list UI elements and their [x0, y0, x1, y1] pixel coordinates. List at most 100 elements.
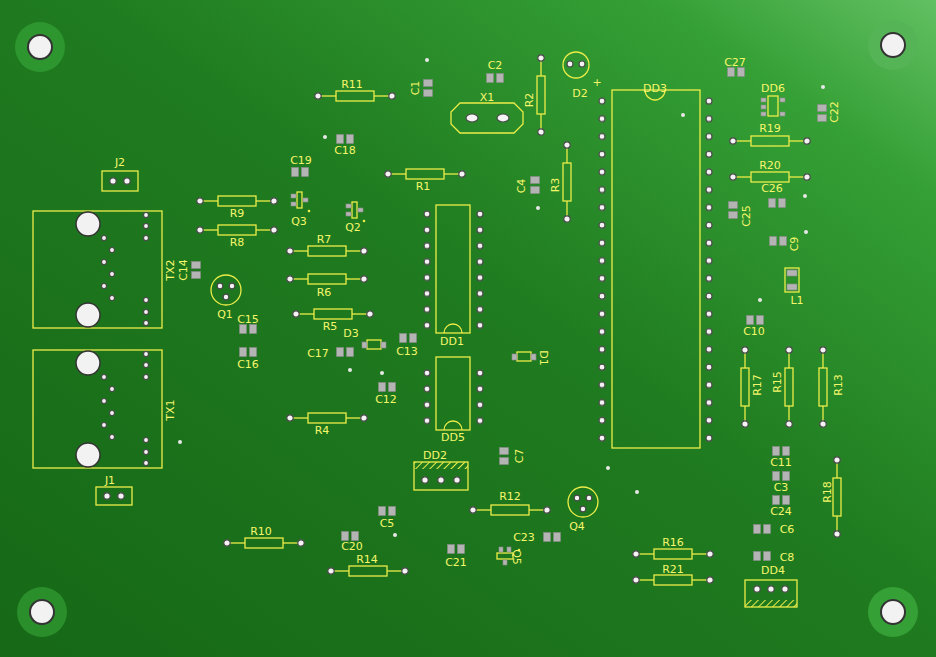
- silkscreen-label: C24: [770, 506, 792, 517]
- inductor-outline: [787, 270, 797, 276]
- capacitor-pads: [773, 447, 790, 456]
- silkscreen-label: C11: [770, 457, 792, 468]
- transistor-outline: [363, 220, 366, 223]
- silkscreen-label: R21: [662, 564, 684, 575]
- transformer-outline: [144, 224, 149, 229]
- resistor-symbol: [293, 309, 373, 319]
- mounting-hole: [17, 587, 67, 637]
- smd-ic-outline: [780, 112, 785, 116]
- capacitor-pads: [818, 105, 827, 122]
- regulator-outline: [745, 600, 797, 607]
- transistor-outline: [352, 202, 357, 218]
- silkscreen-label: R11: [341, 79, 363, 90]
- via: [804, 230, 808, 234]
- transistor-outline: [229, 283, 235, 289]
- silkscreen-label: C6: [780, 524, 795, 535]
- transformer-outline: [144, 321, 149, 326]
- transistor-outline: [291, 194, 296, 198]
- capacitor-pads: [337, 348, 354, 357]
- resistor-symbol: [287, 246, 367, 256]
- silkscreen-label: R20: [759, 160, 781, 171]
- resistor-symbol: [730, 172, 810, 182]
- silkscreen-label: DD1: [440, 336, 464, 347]
- transistor-outline: [211, 192, 598, 565]
- silkscreen-label: TX2: [165, 259, 176, 280]
- capacitor-pads: [400, 334, 417, 343]
- silkscreen-label: D1: [538, 350, 549, 365]
- smd-ic-outline: [761, 105, 766, 109]
- silkscreen-label: C26: [761, 183, 783, 194]
- transformer-outline: [102, 236, 107, 241]
- silkscreen-label: J1: [105, 475, 115, 486]
- transistor-outline: [303, 198, 308, 202]
- silkscreen-label: C17: [307, 348, 329, 359]
- resistor-symbol: [197, 196, 277, 206]
- transistor-outline: [503, 560, 507, 565]
- silkscreen-label: X1: [480, 92, 495, 103]
- silkscreen-label: C25: [741, 205, 752, 227]
- silkscreen-label: R3: [550, 178, 561, 193]
- ic-outline: [422, 365, 485, 429]
- resistor-symbol: [287, 413, 367, 423]
- capacitor-pads: [240, 348, 257, 357]
- regulator-outline: [782, 586, 788, 592]
- diode-outline: [531, 354, 536, 360]
- regulator-outline: [768, 586, 774, 592]
- connector-outline: [104, 493, 110, 499]
- transformer-outline: [144, 375, 149, 380]
- transformer-outline: [33, 350, 162, 468]
- capacitor-pads: [342, 532, 359, 541]
- silkscreen-label: DD2: [423, 450, 447, 461]
- ic-outline: [597, 92, 714, 447]
- crystal-outline: [497, 114, 509, 122]
- silkscreen-label: R15: [772, 371, 783, 393]
- diode-outline: [362, 342, 367, 348]
- silkscreen-label: C18: [334, 145, 356, 156]
- transformer-outline: [102, 284, 107, 289]
- transformer-outline: [144, 236, 149, 241]
- via: [393, 533, 397, 537]
- capacitor-pads: [292, 168, 309, 177]
- inductor-outline: [787, 284, 797, 290]
- transformer-outline: [76, 443, 100, 467]
- silkscreen-label: R9: [230, 208, 245, 219]
- transformer-outline: [144, 450, 149, 455]
- transformer-outline: [76, 351, 100, 375]
- transistor-outline: [586, 495, 592, 501]
- led-outline: [563, 52, 589, 78]
- capacitor-pads: [448, 545, 465, 554]
- via: [635, 490, 639, 494]
- smd-ic-outline: [761, 96, 785, 116]
- capacitor-pads: [773, 496, 790, 505]
- silkscreen-label: C1: [410, 81, 421, 96]
- silkscreen-label: R13: [833, 374, 844, 396]
- silkscreen-label: C10: [743, 326, 765, 337]
- silkscreen-label: R18: [822, 481, 833, 503]
- transistor-outline: [211, 275, 241, 305]
- resistor-symbol: [741, 347, 749, 427]
- transformer-outline: [110, 435, 115, 440]
- capacitor-pads: [500, 448, 509, 465]
- resistor-symbol: [633, 549, 713, 559]
- silkscreen-label: R17: [752, 374, 763, 396]
- mounting-hole: [28, 35, 52, 59]
- smd-ic-outline: [761, 98, 766, 102]
- resistor-symbol: [537, 55, 545, 135]
- transformer-outline: [110, 411, 115, 416]
- silkscreen-label: DD4: [761, 565, 785, 576]
- diode-outline: [517, 352, 531, 361]
- silkscreen-label: R10: [250, 526, 272, 537]
- regulator-outline: [754, 586, 760, 592]
- transistor-outline: [574, 495, 580, 501]
- resistor-symbol: [224, 538, 304, 548]
- crystal-outline: [451, 103, 523, 133]
- transistor-outline: [499, 547, 503, 552]
- silkscreen-label: C2: [488, 60, 503, 71]
- crystal-outline: [466, 114, 478, 122]
- via: [821, 85, 825, 89]
- capacitor-pads: [240, 325, 257, 334]
- resistor-symbol: [315, 91, 395, 101]
- transformer-outline: [33, 211, 162, 468]
- resistor-symbol: [730, 136, 810, 146]
- silkscreen-label: R4: [315, 425, 330, 436]
